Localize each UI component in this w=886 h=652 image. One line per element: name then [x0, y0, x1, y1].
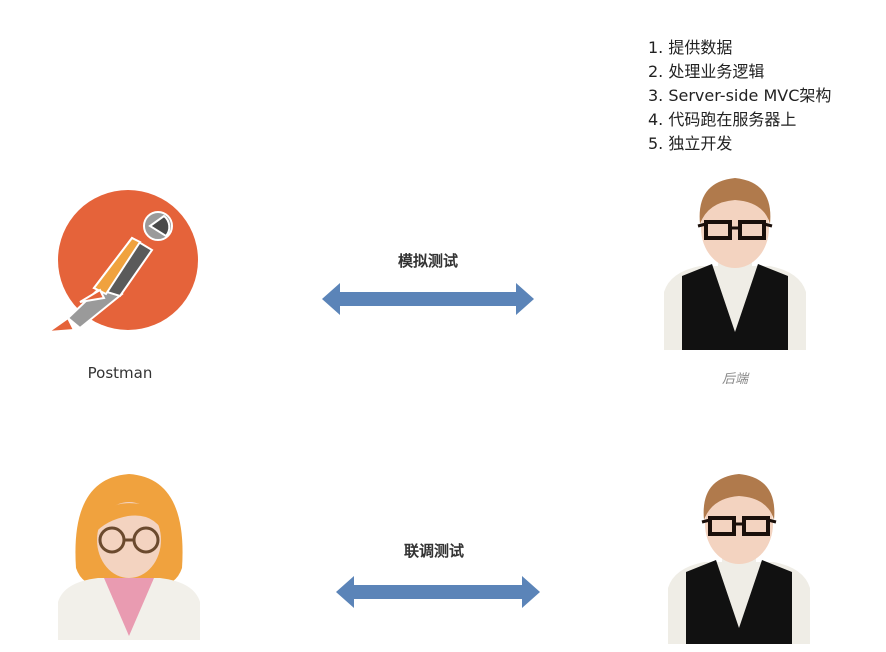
- duty-item: 5. 独立开发: [648, 134, 733, 153]
- backend-avatar-icon: [664, 468, 814, 644]
- integration-test-label: 联调测试: [403, 542, 464, 560]
- mock-test-label: 模拟测试: [397, 252, 458, 270]
- postman-label: Postman: [87, 364, 153, 382]
- double-arrow-icon: [336, 576, 540, 608]
- backend-avatar-icon: [660, 172, 810, 352]
- backend-label: 后端: [721, 372, 748, 387]
- duty-item: 4. 代码跑在服务器上: [648, 110, 797, 129]
- frontend-avatar-icon: [56, 468, 202, 640]
- double-arrow-icon: [322, 282, 534, 316]
- duty-item: 2. 处理业务逻辑: [648, 62, 765, 81]
- duty-item: 1. 提供数据: [648, 38, 733, 57]
- backend-duties-list: 1. 提供数据 2. 处理业务逻辑 3. Server-side MVC架构 4…: [648, 36, 831, 156]
- duty-item: 3. Server-side MVC架构: [648, 86, 832, 105]
- postman-logo-icon: [40, 190, 200, 340]
